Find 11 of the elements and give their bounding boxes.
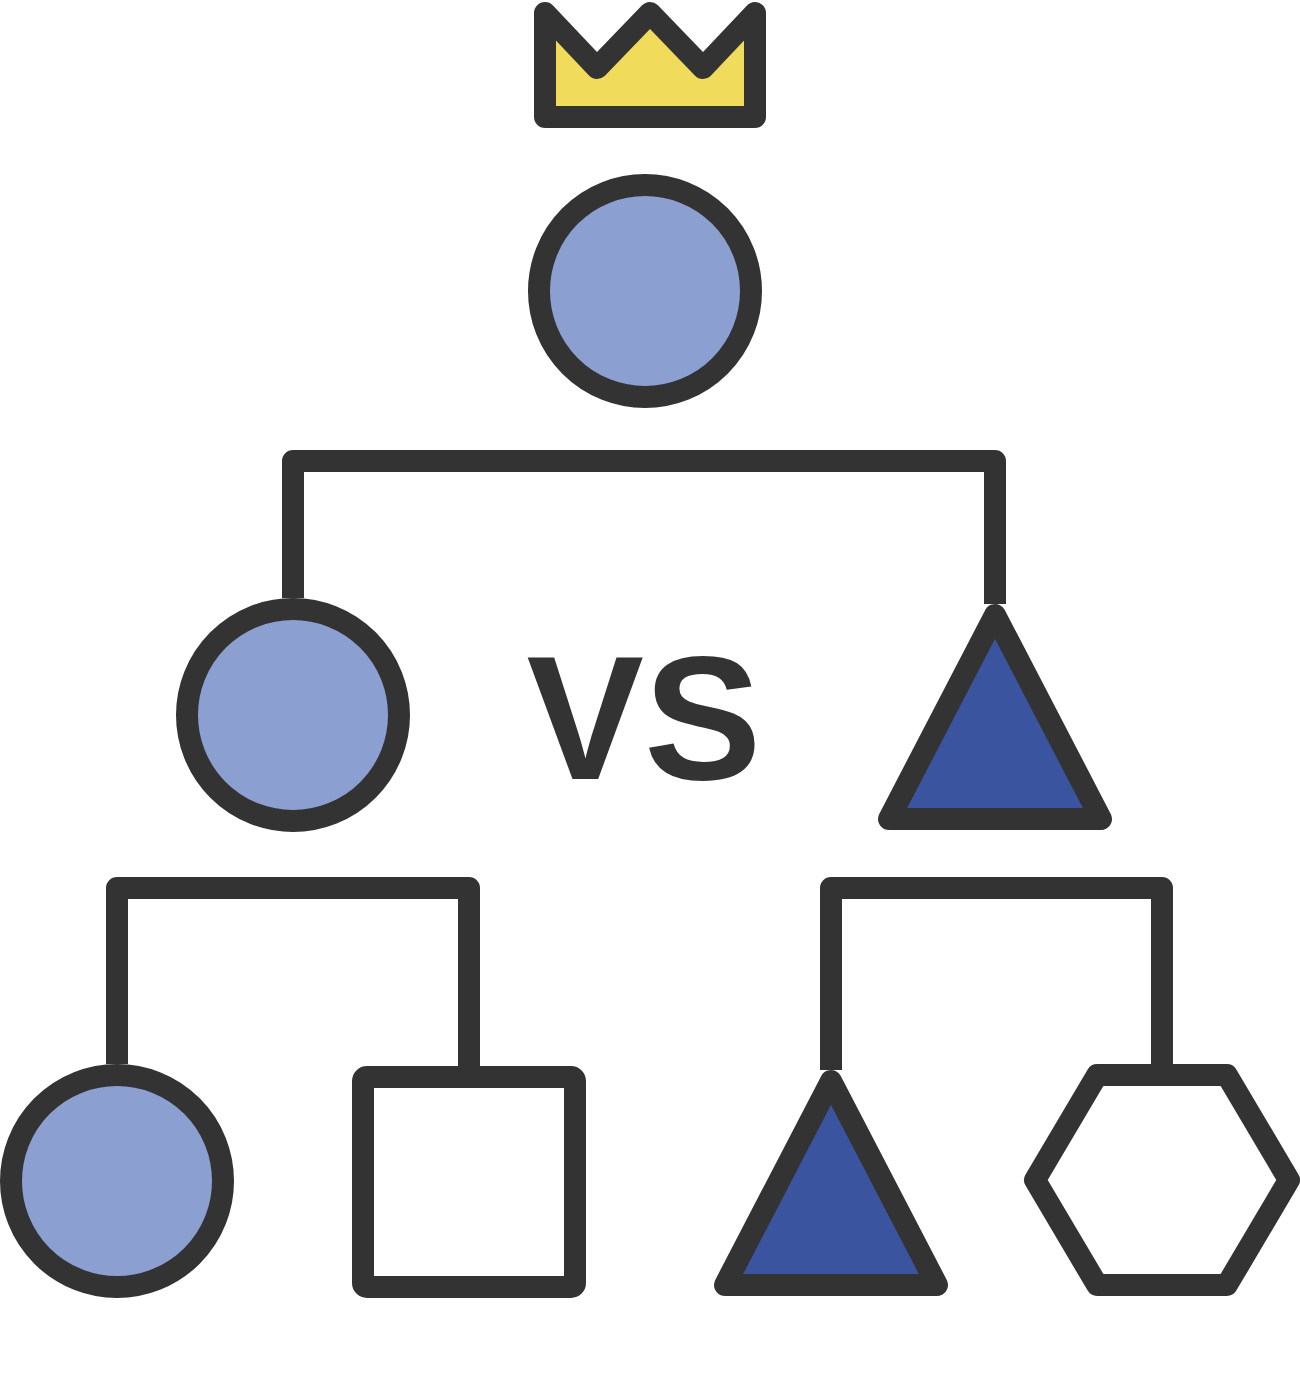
circle-node xyxy=(0,1064,234,1298)
bracket-connector xyxy=(282,450,1006,604)
triangle-node xyxy=(714,1070,948,1296)
hexagon-node xyxy=(1024,1064,1300,1296)
bracket-connector xyxy=(106,877,480,1066)
square-node xyxy=(352,1066,586,1298)
circle-node xyxy=(176,598,410,832)
triangle-node xyxy=(878,604,1112,830)
circle-node xyxy=(528,174,762,408)
bracket-connector xyxy=(820,877,1173,1070)
versus-text: VS xyxy=(526,630,762,806)
